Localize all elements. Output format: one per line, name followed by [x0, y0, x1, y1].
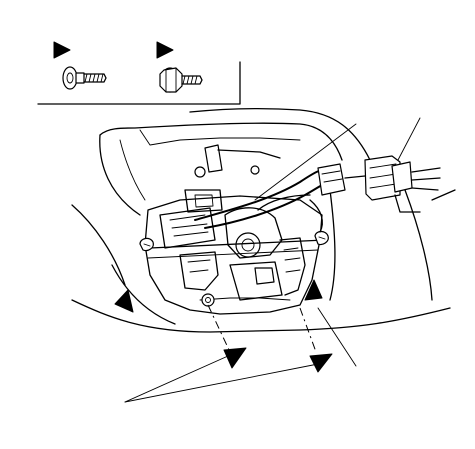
wiring-harness — [194, 168, 333, 233]
callout-line-connector — [397, 117, 421, 161]
bolt-location-marker-2 — [304, 279, 323, 301]
harness-clip-top — [194, 144, 281, 178]
bolt-location-marker-4 — [309, 353, 333, 373]
callout-line-harness — [254, 123, 357, 201]
legend-marker-1 — [53, 41, 71, 59]
callout-line-bolt-a — [124, 355, 229, 403]
bolt-location-marker-3 — [223, 347, 247, 369]
harness-connector-outer — [364, 155, 441, 213]
flange-bolt-icon — [62, 66, 107, 90]
door-outer-panel — [71, 108, 456, 333]
harness-clip-left — [139, 237, 154, 252]
hex-flange-bolt-icon — [159, 67, 203, 93]
callout-line-bolt-b — [124, 363, 319, 403]
harness-connector-inner — [317, 163, 366, 196]
latch-bolt-hole — [201, 293, 215, 307]
bolt-location-marker-1 — [114, 289, 134, 313]
fastener-legend — [37, 41, 241, 105]
callout-line-clip — [317, 307, 357, 367]
legend-marker-2 — [156, 41, 174, 59]
harness-clip-right — [314, 230, 329, 246]
callout-lines — [124, 117, 421, 403]
door-inner-opening — [99, 122, 343, 216]
center-lines — [207, 304, 317, 353]
